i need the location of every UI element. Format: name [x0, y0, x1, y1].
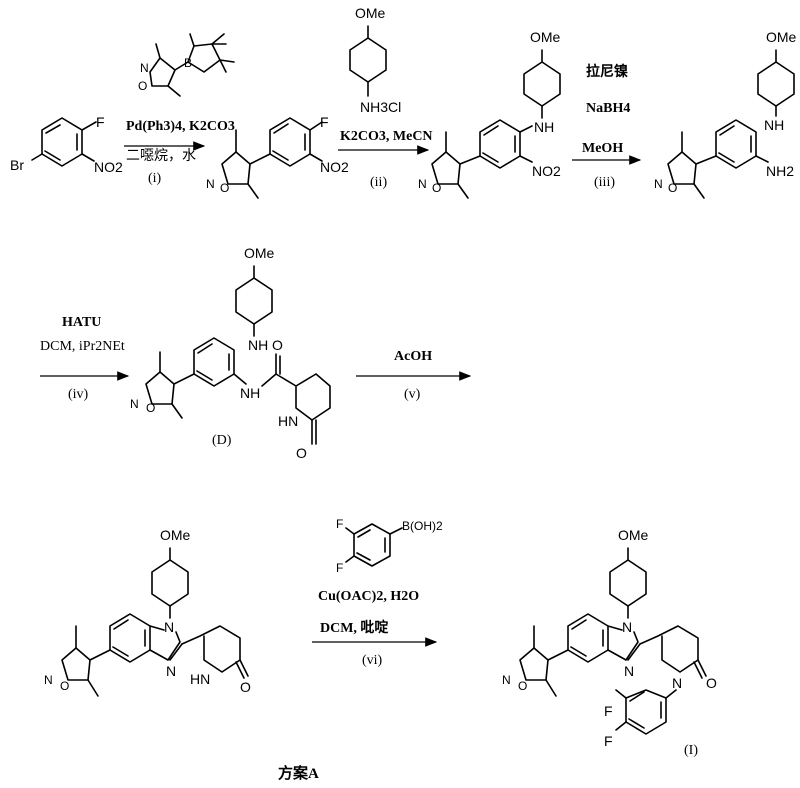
- amino-group: NH2: [766, 163, 794, 179]
- ring-nitrogen-atom: N: [418, 177, 427, 191]
- ring-oxygen-atom: O: [432, 181, 441, 195]
- isoxazole-boronate-reagent: B O N: [138, 33, 235, 97]
- step-i-solvent: 二噁烷，水: [126, 148, 196, 164]
- fluoro-atom: F: [336, 561, 343, 575]
- ring-nitrogen-atom: N: [140, 61, 149, 75]
- step-v: AcOH (v): [356, 349, 472, 402]
- step-iv: HATU DCM, iPr2NEt (iv): [40, 315, 130, 402]
- fluoro-atom: F: [96, 114, 105, 130]
- ring-nitrogen-atom: N: [206, 177, 215, 191]
- step-iii-label: (iii): [594, 175, 615, 190]
- compound-isoxazolyl-fluoro-nitrobenzene: F NO2 N O: [206, 114, 349, 199]
- amine-nh: NH: [248, 337, 268, 353]
- nitro-group: NO2: [532, 163, 561, 179]
- compound-diamine: OMe NH NH2 N O: [654, 29, 797, 199]
- step-vi-reagent-1: Cu(OAC)2, H2O: [318, 589, 419, 604]
- compound-i: OMe N N N O F F N O (I): [502, 527, 717, 758]
- ring-oxygen-atom: O: [220, 181, 229, 195]
- compound-cyclohexylamino-nitro: OMe NH NO2 N O: [418, 29, 561, 199]
- boron-atom: B: [184, 56, 192, 70]
- step-iv-reagent-1: HATU: [62, 315, 101, 330]
- methoxy-group: OMe: [618, 527, 649, 543]
- ring-nitrogen-atom: N: [654, 177, 663, 191]
- imidazole-n3: N: [166, 663, 176, 679]
- methoxy-group: OMe: [244, 245, 275, 261]
- lactam-oxygen: O: [296, 445, 307, 461]
- step-ii-label: (ii): [370, 175, 387, 190]
- methoxycyclohexylamine-reagent: OMe NH3Cl: [349, 5, 401, 115]
- compound-benzimidazole-intermediate: OMe N N HN O N O: [44, 527, 251, 697]
- methoxy-group: OMe: [160, 527, 191, 543]
- step-iii-reagent-3: MeOH: [582, 141, 623, 156]
- compound-bromo-fluoro-nitrobenzene: F Br NO2: [10, 114, 123, 175]
- fluoro-atom: F: [336, 517, 343, 531]
- fluoro-atom: F: [604, 733, 613, 749]
- methoxy-group: OMe: [766, 29, 797, 45]
- step-vi: Cu(OAC)2, H2O DCM, 吡啶 (vi): [312, 589, 438, 668]
- ring-nitrogen-atom: N: [502, 673, 511, 687]
- carbonyl-oxygen: O: [272, 337, 283, 353]
- imidazole-n1: N: [164, 619, 174, 635]
- nitro-group: NO2: [320, 159, 349, 175]
- compound-i-label: (I): [684, 743, 698, 758]
- compound-d-label: (D): [212, 433, 232, 448]
- lactam-hn: HN: [190, 671, 210, 687]
- step-ii: K2CO3, MeCN (ii): [338, 129, 433, 190]
- fluoro-atom: F: [320, 114, 329, 130]
- amine-nh: NH: [764, 117, 784, 133]
- ring-oxygen-atom: O: [146, 401, 155, 415]
- step-i: Pd(Ph3)4, K2CO3 二噁烷，水 (i): [124, 119, 235, 186]
- ring-oxygen-atom: O: [138, 79, 147, 93]
- step-i-reagents: Pd(Ph3)4, K2CO3: [126, 119, 235, 134]
- step-iii: 拉尼镍 NaBH4 MeOH (iii): [572, 63, 642, 190]
- step-v-label: (v): [404, 387, 421, 402]
- nitro-group: NO2: [94, 159, 123, 175]
- methoxy-group: OMe: [530, 29, 561, 45]
- ring-oxygen-atom: O: [668, 181, 677, 195]
- amine-nh: NH: [534, 119, 554, 135]
- fluoro-atom: F: [604, 703, 613, 719]
- imidazole-n1: N: [622, 619, 632, 635]
- boronic-acid-group: B(OH)2: [402, 519, 443, 533]
- step-iv-label: (iv): [68, 387, 89, 402]
- difluorophenylboronic-acid-reagent: B(OH)2 F F: [336, 517, 443, 575]
- step-vi-label: (vi): [362, 653, 383, 668]
- ring-nitrogen-atom: N: [44, 673, 53, 687]
- lactam-oxygen: O: [706, 675, 717, 691]
- compound-d: OMe NH NH N O O HN O (D): [130, 245, 331, 461]
- bromo-atom: Br: [10, 157, 24, 173]
- step-ii-reagents: K2CO3, MeCN: [340, 129, 433, 144]
- step-iv-reagent-2: DCM, iPr2NEt: [40, 339, 125, 354]
- step-v-reagents: AcOH: [394, 349, 432, 364]
- imidazole-n3: N: [624, 663, 634, 679]
- step-iii-reagent-2: NaBH4: [586, 101, 630, 116]
- ammonium-chloride-group: NH3Cl: [360, 99, 401, 115]
- lactam-oxygen: O: [240, 679, 251, 695]
- ring-oxygen-atom: O: [60, 679, 69, 693]
- step-iii-reagent-1: 拉尼镍: [586, 63, 628, 80]
- ring-oxygen-atom: O: [518, 679, 527, 693]
- amide-nh: NH: [240, 385, 260, 401]
- lactam-n: N: [672, 675, 682, 691]
- lactam-hn: HN: [278, 413, 298, 429]
- ring-nitrogen-atom: N: [130, 397, 139, 411]
- step-vi-reagent-2: DCM, 吡啶: [320, 619, 388, 636]
- methoxy-group: OMe: [355, 5, 386, 21]
- scheme-caption: 方案A: [278, 764, 319, 782]
- step-i-label: (i): [148, 171, 162, 186]
